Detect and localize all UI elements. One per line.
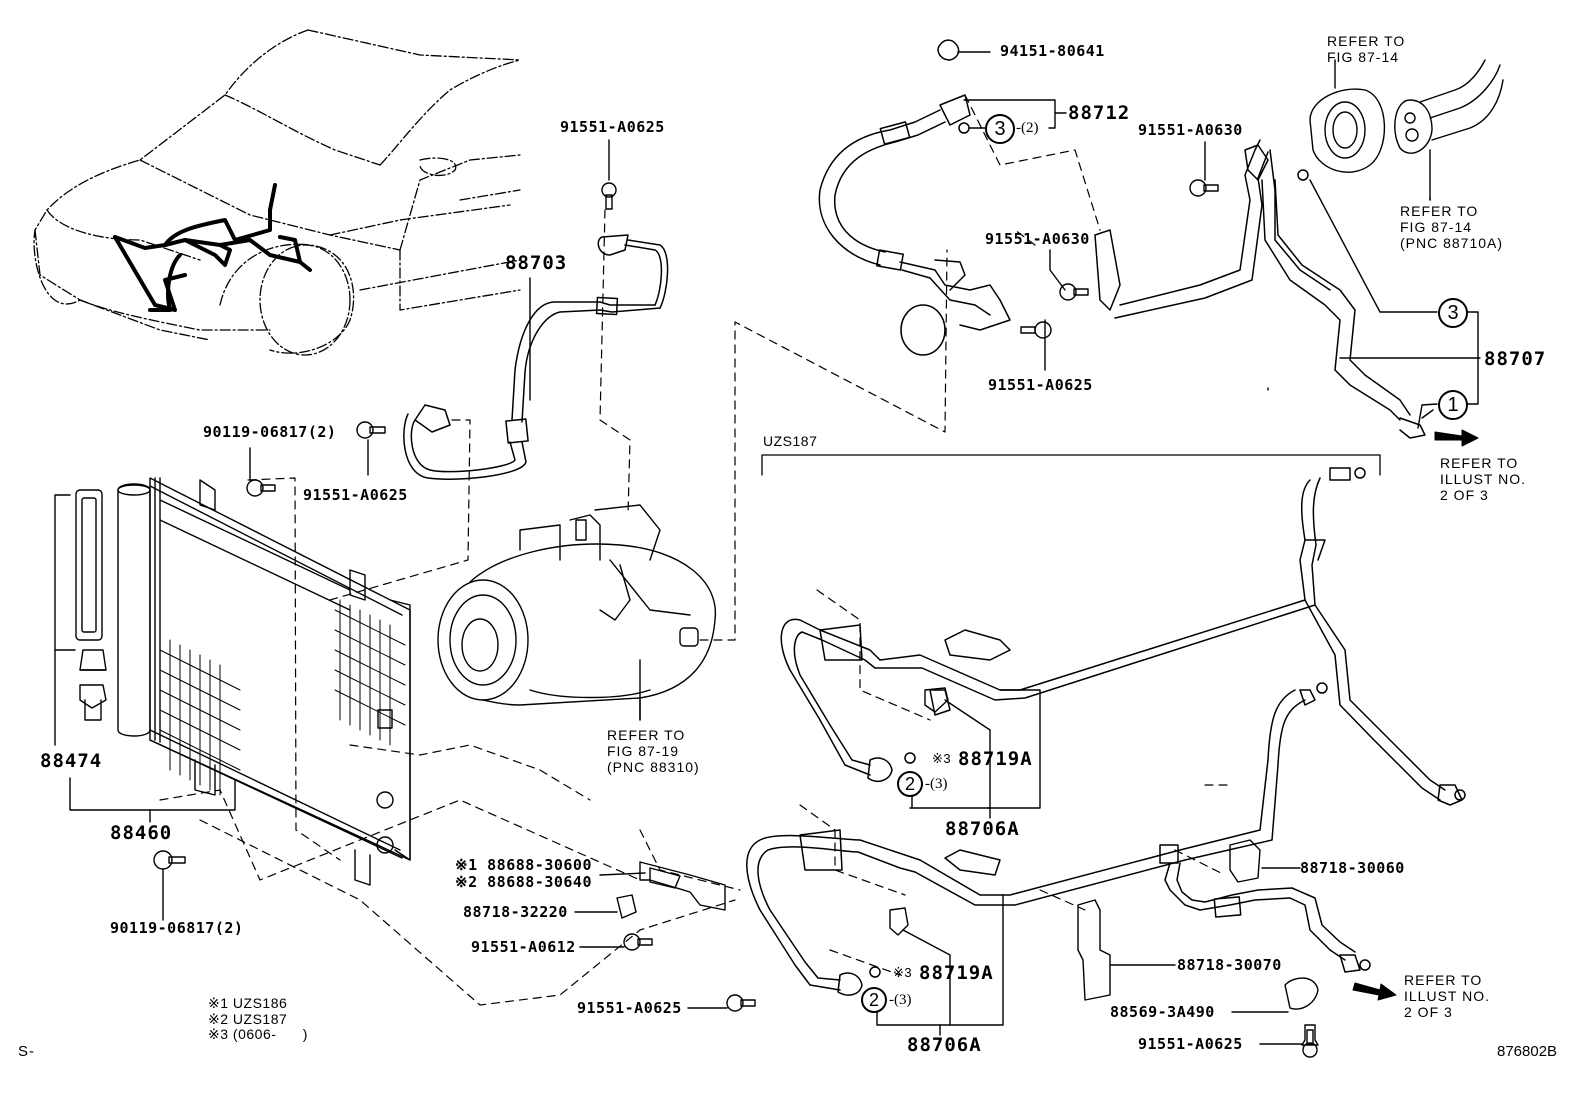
variant-label-uzs187: UZS187 bbox=[763, 433, 818, 449]
refer-illust-link[interactable]: ILLUST NO. bbox=[1440, 471, 1526, 488]
note-mark: ※3 bbox=[208, 1026, 229, 1043]
part-label-91551-A0630[interactable]: 91551-A0630 bbox=[1138, 121, 1243, 139]
wire-harness bbox=[113, 183, 312, 312]
vehicle-outline bbox=[33, 29, 521, 356]
note-line: ※1 UZS186 bbox=[208, 995, 308, 1012]
applicability-notes: ※1 UZS186 ※2 UZS187 ※3 (0606- ) bbox=[208, 995, 308, 1043]
refer-text: REFER TO bbox=[1440, 455, 1519, 471]
quantity-label: -(3) bbox=[925, 776, 948, 792]
refer-arrows bbox=[1352, 429, 1479, 1001]
refer-page: 2 OF 3 bbox=[1404, 1004, 1453, 1021]
compressor bbox=[437, 504, 717, 721]
refer-figure-link[interactable]: FIG 87-14 bbox=[1327, 49, 1400, 66]
part-label-88688-30640[interactable]: ※2 88688-30640 bbox=[455, 873, 592, 891]
refer-text: REFER TO bbox=[1327, 33, 1406, 49]
refer-text: REFER TO bbox=[607, 727, 686, 743]
refer-illust-note-bottom: REFER TO ILLUST NO. 2 OF 3 bbox=[1404, 972, 1490, 1020]
liquid-pipes bbox=[746, 467, 1466, 996]
refer-pnc: (PNC 88710A) bbox=[1400, 235, 1504, 252]
clamps-brackets bbox=[616, 839, 1319, 1046]
part-label-88460[interactable]: 88460 bbox=[110, 822, 173, 844]
part-label-88688-30600[interactable]: ※1 88688-30600 bbox=[455, 856, 592, 874]
part-label-88719A[interactable]: 88719A bbox=[919, 962, 994, 984]
part-label-88707[interactable]: 88707 bbox=[1484, 348, 1547, 370]
refer-text: REFER TO bbox=[1400, 203, 1479, 219]
part-label-91551-A0625[interactable]: 91551-A0625 bbox=[560, 118, 665, 136]
note-line: ※3 (0606- ) bbox=[208, 1027, 308, 1043]
part-label-88718-30060[interactable]: 88718-30060 bbox=[1300, 859, 1405, 877]
refer-page: 2 OF 3 bbox=[1440, 487, 1489, 504]
condenser-bushing-88474 bbox=[79, 649, 107, 721]
part-label-88474[interactable]: 88474 bbox=[40, 750, 103, 772]
part-label-88706A[interactable]: 88706A bbox=[907, 1034, 982, 1056]
part-label-91551-A0625[interactable]: 91551-A0625 bbox=[577, 999, 682, 1017]
note-mark: ※2 bbox=[208, 1010, 229, 1027]
bolts bbox=[153, 179, 1318, 1058]
note-text: UZS187 bbox=[232, 1010, 288, 1027]
refer-text: REFER TO bbox=[1404, 972, 1483, 988]
discharge-hose-88703 bbox=[403, 234, 669, 480]
note-mark: ※1 bbox=[208, 995, 229, 1011]
callout-circle-1: 1 bbox=[1438, 390, 1468, 420]
suction-hose-88712 bbox=[818, 39, 1426, 439]
condenser-assembly bbox=[75, 477, 411, 886]
refer-illust-note-top: REFER TO ILLUST NO. 2 OF 3 bbox=[1440, 455, 1526, 503]
part-label-91551-A0612[interactable]: 91551-A0612 bbox=[471, 938, 576, 956]
part-label-88569-3A490[interactable]: 88569-3A490 bbox=[1110, 1003, 1215, 1021]
uzs187-bracket-line bbox=[761, 454, 1381, 476]
part-label-88706A[interactable]: 88706A bbox=[945, 818, 1020, 840]
callout-circle-3: 3 bbox=[1438, 298, 1468, 328]
quantity-label: -(3) bbox=[889, 992, 912, 1008]
quantity-label: -(2) bbox=[1016, 120, 1039, 136]
sensor-88719A bbox=[889, 687, 949, 936]
callout-circle-3: 3 bbox=[985, 114, 1015, 144]
part-label-88719A[interactable]: 88719A bbox=[958, 748, 1033, 770]
refer-fig-87-19-note: REFER TO FIG 87-19 (PNC 88310) bbox=[607, 727, 700, 775]
part-label-94151-80641[interactable]: 94151-80641 bbox=[1000, 42, 1105, 60]
callout-circle-2: 2 bbox=[897, 771, 923, 797]
note-mark-3: ※3 bbox=[893, 965, 913, 980]
illustration-code: 876802B bbox=[1497, 1043, 1558, 1060]
part-label-90119-06817[interactable]: 90119-06817(2) bbox=[110, 919, 244, 937]
part-label-88718-32220[interactable]: 88718-32220 bbox=[463, 903, 568, 921]
part-label-91551-A0625[interactable]: 91551-A0625 bbox=[988, 376, 1093, 394]
corner-mark: S- bbox=[18, 1043, 35, 1060]
callout-circle-2: 2 bbox=[861, 987, 887, 1013]
refer-figure-link[interactable]: FIG 87-19 bbox=[607, 743, 680, 760]
part-label-91551-A0625[interactable]: 91551-A0625 bbox=[303, 486, 408, 504]
refer-pnc: (PNC 88310) bbox=[607, 759, 700, 776]
refer-fig-87-14-pnc-note: REFER TO FIG 87-14 (PNC 88710A) bbox=[1400, 203, 1503, 251]
part-label-91551-A0625[interactable]: 91551-A0625 bbox=[1138, 1035, 1243, 1053]
dashed-guide-lines bbox=[159, 94, 1231, 1006]
part-label-88718-30070[interactable]: 88718-30070 bbox=[1177, 956, 1282, 974]
note-text: (0606- ) bbox=[232, 1026, 308, 1043]
refer-illust-link[interactable]: ILLUST NO. bbox=[1404, 988, 1490, 1005]
part-label-88712[interactable]: 88712 bbox=[1068, 102, 1131, 124]
refer-figure-link[interactable]: FIG 87-14 bbox=[1400, 219, 1473, 236]
note-text: UZS186 bbox=[232, 995, 288, 1011]
pressure-sensor-top bbox=[1309, 59, 1504, 173]
note-mark-3: ※3 bbox=[932, 751, 952, 766]
part-label-91551-A0630[interactable]: 91551-A0630 bbox=[985, 230, 1090, 248]
part-label-90119-06817[interactable]: 90119-06817(2) bbox=[203, 423, 337, 441]
leader-lines bbox=[54, 51, 1481, 1045]
part-label-88703[interactable]: 88703 bbox=[505, 252, 568, 274]
refer-fig-87-14-note: REFER TO FIG 87-14 bbox=[1327, 33, 1405, 65]
note-line: ※2 UZS187 bbox=[208, 1010, 308, 1028]
